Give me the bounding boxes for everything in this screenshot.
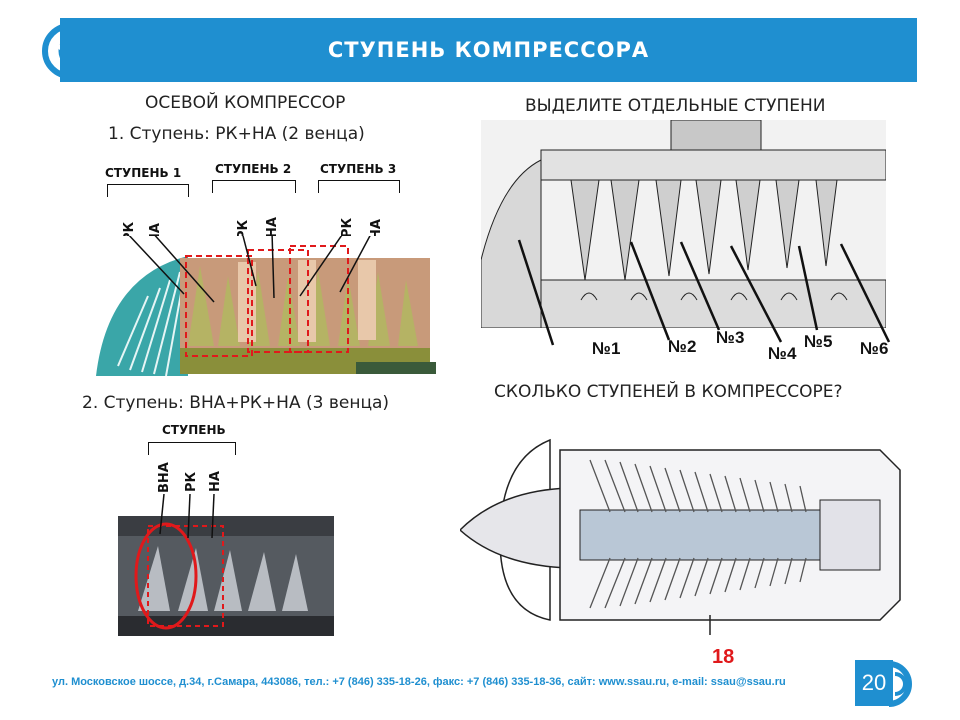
stage2-bracket bbox=[148, 442, 236, 455]
page-number: 20 bbox=[855, 660, 893, 706]
how-many-stages-question: СКОЛЬКО СТУПЕНЕЙ В КОМПРЕССОРЕ? bbox=[494, 382, 843, 402]
footer-contact: ул. Московское шоссе, д.34, г.Самара, 44… bbox=[52, 676, 786, 688]
stage-number-1: №1 bbox=[592, 339, 621, 358]
axial-compressor-heading: ОСЕВОЙ КОМПРЕССОР bbox=[145, 93, 346, 113]
stage-label-2: СТУПЕНЬ 2 bbox=[215, 162, 292, 176]
footer-logo-icon bbox=[888, 661, 912, 707]
vna-label: ВНА bbox=[157, 462, 172, 493]
engine-cutaway-image bbox=[460, 420, 910, 635]
na-label-4: НА bbox=[208, 471, 223, 492]
stage-number-6: №6 bbox=[860, 339, 889, 358]
axial-compressor-cutaway-image bbox=[88, 236, 448, 382]
slide-title: СТУПЕНЬ КОМПРЕССОРА bbox=[60, 18, 917, 82]
stage2-label: СТУПЕНЬ bbox=[162, 423, 226, 437]
compressor-stages-sketch bbox=[481, 120, 886, 328]
stage-pointer-lines bbox=[517, 239, 891, 346]
stage-number-2: №2 bbox=[668, 337, 697, 356]
rk-label-4: РК bbox=[184, 471, 199, 492]
stage-number-3: №3 bbox=[716, 328, 745, 347]
rk-label-3: РК bbox=[340, 217, 355, 238]
compressor-stage-photo bbox=[118, 516, 334, 636]
answer-number: 18 bbox=[712, 646, 735, 668]
stage-label-3: СТУПЕНЬ 3 bbox=[320, 162, 397, 176]
select-stages-heading: ВЫДЕЛИТЕ ОТДЕЛЬНЫЕ СТУПЕНИ bbox=[525, 96, 826, 116]
stage-bracket-1 bbox=[107, 184, 189, 197]
stage-bracket-2 bbox=[212, 180, 296, 193]
case2-text: 2. Ступень: ВНА+РК+НА (3 венца) bbox=[82, 393, 390, 413]
stage-number-5: №5 bbox=[804, 332, 833, 351]
stage-number-4: №4 bbox=[768, 344, 797, 363]
stage-label-1: СТУПЕНЬ 1 bbox=[105, 166, 182, 180]
stage2-arrows bbox=[159, 494, 215, 539]
stage-bracket-3 bbox=[318, 180, 400, 193]
na-label-2: НА bbox=[265, 217, 280, 238]
case1-text: 1. Ступень: РК+НА (2 венца) bbox=[108, 124, 365, 144]
